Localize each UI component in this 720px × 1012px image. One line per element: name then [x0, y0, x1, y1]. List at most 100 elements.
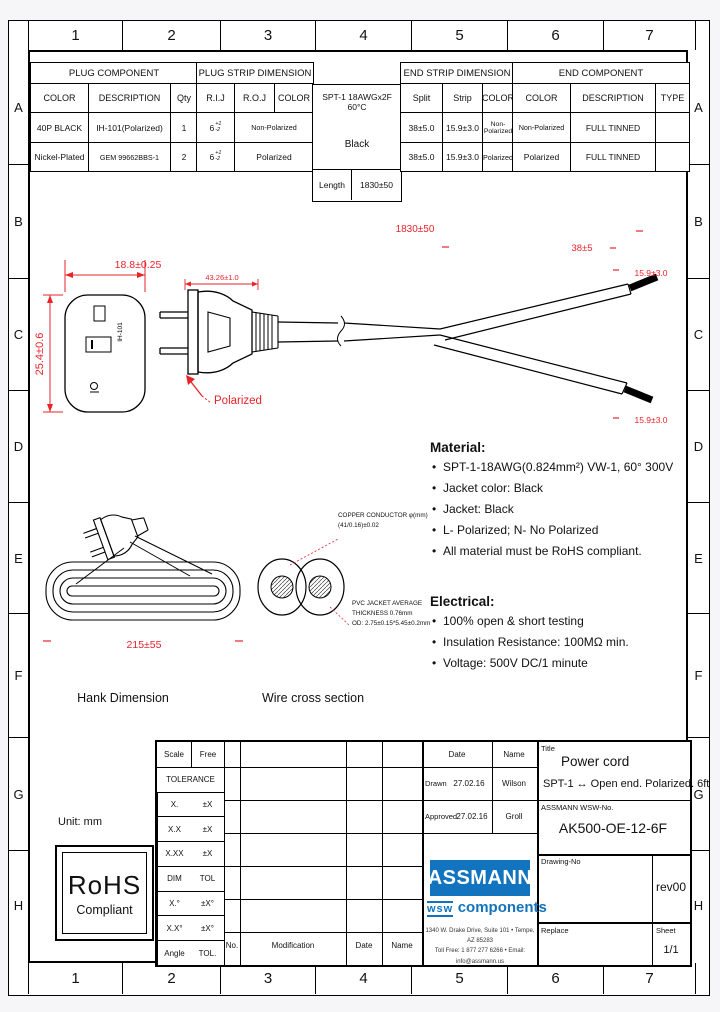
- dim-hank: 215±55: [127, 639, 162, 651]
- cell-rij: 6+1-2: [209, 150, 222, 162]
- spec-color: Black: [344, 138, 370, 150]
- grid-col-label: 1: [28, 20, 122, 50]
- grid-row-label: H: [693, 897, 704, 913]
- grid-row-label: H: [13, 897, 24, 913]
- mod-name-header: Name: [391, 941, 413, 950]
- dim-split: 38±5: [571, 243, 592, 254]
- material-notes: Material: SPT-1-18AWG(0.824mm²) VW-1, 60…: [430, 441, 692, 566]
- grid-col-label: 5: [411, 963, 507, 994]
- col-header: COLOR: [482, 84, 513, 112]
- rohs-compliant-text: Compliant: [76, 902, 133, 917]
- cell-split: 38±5.0: [408, 152, 435, 162]
- polarized-label: Polarized: [214, 395, 262, 407]
- hank-wires: [75, 535, 213, 585]
- drawn-date: 27.02.16: [453, 779, 485, 788]
- grid-ref-bottom: 1 2 3 4 5 6 7: [9, 963, 709, 994]
- drawing-title-line1: Power cord: [561, 754, 630, 769]
- grid-col-label: 2: [122, 963, 220, 994]
- plug-marking-text: IH-101: [117, 322, 124, 342]
- end-strip-dimension-table: END STRIP DIMENSION Split Strip COLOR 38…: [400, 62, 514, 172]
- unit-label: Unit: mm: [58, 816, 102, 828]
- hank-drawing: 215±55: [43, 514, 243, 651]
- components-text: components: [457, 899, 547, 916]
- date-header: Date: [448, 750, 466, 759]
- material-item: Jacket: Black: [430, 503, 692, 515]
- assmann-logo-sub: wsw components: [427, 899, 547, 917]
- sheet-value: 1/1: [663, 944, 679, 956]
- electrical-notes: Electrical: 100% open & short testing In…: [430, 595, 692, 678]
- conductor-note: COPPER CONDUCTOR φ(mm) (41/0.16)±0.02: [338, 512, 428, 529]
- grid-row-label: B: [9, 165, 28, 279]
- company-address: 1340 W. Drake Drive, Suite 101 • Tempe, …: [425, 928, 535, 965]
- cell-color: Polarized: [234, 143, 313, 171]
- electrical-item: Voltage: 500V DC/1 minute: [430, 657, 692, 669]
- plug-cable-drawing: IH-101 18.8±0.25 25.4±0.6 43.26±1.0: [34, 224, 668, 425]
- cross-section-drawing: [257, 538, 350, 626]
- name-header: Name: [503, 750, 525, 759]
- rohs-text: RoHS: [67, 869, 142, 900]
- cell-description: GEM 99662BBS-1: [88, 143, 170, 171]
- cable-lines: [277, 283, 632, 395]
- tolerance-header: TOLERANCE: [157, 766, 224, 792]
- hank-caption: Hank Dimension: [77, 691, 169, 705]
- cell-color: Nickel-Plated: [34, 152, 85, 162]
- mod-modification-header: Modification: [271, 941, 315, 950]
- rohs-mark: RoHS Compliant: [55, 845, 154, 941]
- table-title: END COMPONENT: [558, 67, 644, 79]
- cell-color: Polarized: [482, 143, 513, 171]
- mod-date-header: Date: [355, 941, 373, 950]
- drawing-no-label: Drawing-No: [541, 857, 581, 866]
- col-header: Qty: [170, 84, 197, 112]
- leader-jacket: [329, 606, 350, 626]
- dim-strip-bottom: 15.9±3.0: [634, 415, 667, 425]
- cell-color: Non-Polarized: [518, 123, 565, 132]
- approved-name: Groll: [505, 812, 523, 821]
- grid-row-label: G: [9, 738, 28, 851]
- dim-plug-width-lines: [64, 260, 146, 292]
- cell-split: 38±5.0: [408, 122, 435, 133]
- hank-coil: [45, 561, 241, 621]
- dim-plug-depth-lines: [184, 279, 259, 290]
- dim-strip-top: 15.9±3.0: [634, 268, 667, 278]
- grid-row-label: G: [688, 738, 709, 851]
- col-header: Split: [412, 93, 431, 103]
- sheet-label: Sheet: [656, 926, 676, 935]
- title-label: Title: [541, 744, 555, 753]
- grid-row-label: E: [9, 503, 28, 614]
- grid-row-label: C: [9, 279, 28, 391]
- material-title: Material:: [430, 440, 486, 455]
- dim-plug-width: 18.8±0.25: [115, 259, 162, 271]
- col-header: TYPE: [655, 84, 689, 112]
- grid-row-label: F: [688, 614, 709, 738]
- table-title: PLUG STRIP DIMENSION: [198, 67, 312, 79]
- cell-color: 40P BLACK: [36, 122, 83, 133]
- grid-row-label: C: [688, 279, 709, 391]
- conductor-right: [308, 575, 332, 599]
- leader-conductor: [289, 538, 339, 566]
- grid-col-label: 1: [28, 963, 122, 994]
- grid-row-label: E: [688, 503, 709, 614]
- scale-label: Scale: [163, 749, 184, 759]
- cross-section-caption: Wire cross section: [261, 691, 365, 705]
- stripped-conductor-bottom: [623, 385, 654, 404]
- grid-col-label: 7: [603, 20, 695, 50]
- grid-ref-left: A B C D E F G H: [9, 50, 28, 959]
- col-header: DESCRIPTION: [570, 84, 655, 112]
- material-item: All material must be RoHS compliant.: [430, 545, 692, 557]
- replace-label: Replace: [541, 926, 569, 935]
- cell-qty: 2: [170, 143, 197, 171]
- spec-length-value: 1830±50: [359, 180, 394, 190]
- mod-no-header: No.: [225, 941, 239, 950]
- cell-strip: 15.9±3.0: [442, 113, 482, 142]
- drawing-title-line2: SPT-1 ↔ Open end. Polarized. 6ft: [543, 778, 710, 790]
- cell-description: FULL TINNED: [570, 143, 655, 171]
- cell-qty: 1: [170, 113, 197, 142]
- grid-col-label: 3: [220, 20, 315, 50]
- revision: rev00: [655, 880, 687, 894]
- table-title: END STRIP DIMENSION: [403, 67, 511, 79]
- approved-date: 27.02.16: [456, 812, 488, 821]
- col-header: COLOR: [43, 93, 76, 103]
- cell-color: Non-Polarized: [482, 113, 513, 142]
- col-header: COLOR: [274, 84, 313, 112]
- drawn-label: Drawn: [425, 779, 447, 788]
